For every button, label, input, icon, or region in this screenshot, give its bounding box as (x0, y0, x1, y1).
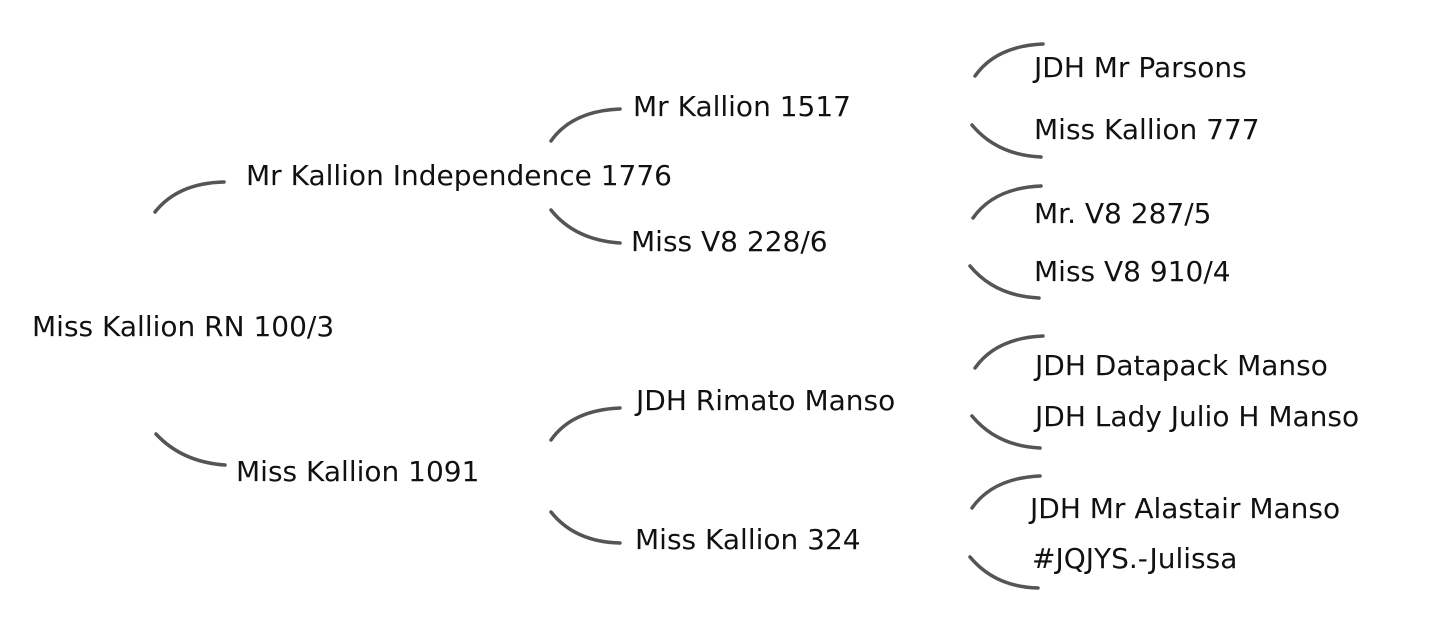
connector-root-dam (154, 432, 227, 467)
connector-dam-sire (549, 406, 622, 442)
connector-dd-sire (970, 474, 1042, 510)
pedigree-dam-dam-sire-name[interactable]: JDH Mr Alastair Manso (1030, 492, 1341, 525)
pedigree-sire-sire-name[interactable]: Mr Kallion 1517 (633, 90, 851, 123)
pedigree-sire-dam-sire-name[interactable]: Mr. V8 287/5 (1034, 197, 1212, 230)
connector-sd-sire (971, 184, 1043, 220)
connector-dam-dam (549, 510, 622, 545)
pedigree-dam-sire-name[interactable]: JDH Rimato Manso (636, 384, 896, 417)
pedigree-sire-dam-dam-name[interactable]: Miss V8 910/4 (1034, 255, 1231, 288)
pedigree-dam-sire-sire-name[interactable]: JDH Datapack Manso (1035, 349, 1328, 382)
pedigree-dam-sire-dam-name[interactable]: JDH Lady Julio H Manso (1035, 400, 1360, 433)
pedigree-root-name[interactable]: Miss Kallion RN 100/3 (32, 310, 335, 343)
connector-sire-dam (549, 208, 622, 245)
pedigree-sire-name[interactable]: Mr Kallion Independence 1776 (246, 159, 672, 192)
pedigree-sire-sire-sire-name[interactable]: JDH Mr Parsons (1034, 51, 1247, 84)
connector-sd-dam (968, 264, 1041, 300)
pedigree-sire-dam-name[interactable]: Miss V8 228/6 (631, 225, 828, 258)
pedigree-dam-dam-name[interactable]: Miss Kallion 324 (635, 523, 861, 556)
pedigree-sire-sire-dam-name[interactable]: Miss Kallion 777 (1034, 113, 1260, 146)
pedigree-dam-dam-dam-name[interactable]: #JQJYS.-Julissa (1032, 542, 1238, 575)
connector-dd-dam (968, 555, 1040, 590)
pedigree-dam-name[interactable]: Miss Kallion 1091 (236, 455, 480, 488)
connector-ss-sire (973, 42, 1045, 78)
connector-ds-sire (973, 334, 1045, 370)
connector-ss-dam (970, 123, 1043, 159)
connector-ds-dam (970, 414, 1042, 450)
connector-root-sire (153, 180, 226, 214)
connector-sire-sire (549, 107, 622, 143)
